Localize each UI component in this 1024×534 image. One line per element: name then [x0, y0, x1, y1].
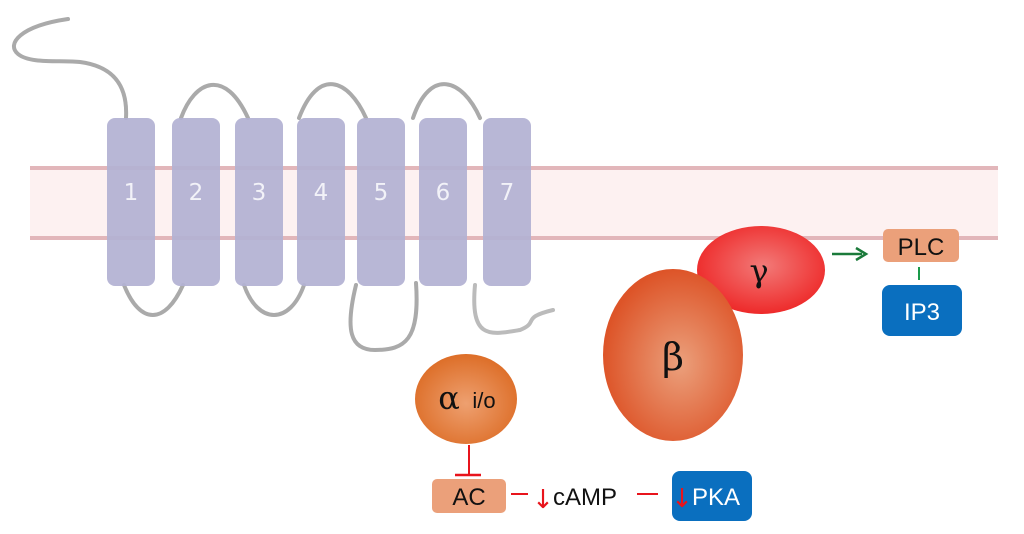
ip3-box: IP3 — [882, 285, 962, 336]
alpha-subunit: α i/o — [415, 354, 517, 444]
gamma-subunit: γ — [697, 226, 825, 314]
ip3-label: IP3 — [904, 299, 940, 326]
plc-label: PLC — [898, 234, 945, 261]
helix-2: 2 — [172, 118, 220, 286]
camp-label: cAMP — [553, 484, 617, 511]
helix-body — [172, 118, 220, 286]
helix-body — [357, 118, 405, 286]
alpha-symbol: α — [438, 379, 460, 417]
ac-box: AC — [432, 479, 506, 513]
helix-label: 1 — [124, 180, 139, 206]
inhibition-line — [455, 445, 481, 477]
helix-5: 5 — [357, 118, 405, 286]
beta-subunit: β — [603, 269, 743, 441]
plc-box: PLC — [883, 229, 959, 262]
activation-arrow — [832, 246, 869, 262]
pka-label: PKA — [692, 484, 740, 511]
helix-3: 3 — [235, 118, 283, 286]
helix-body — [483, 118, 531, 286]
helix-label: 4 — [314, 180, 329, 206]
alpha-suffix: i/o — [472, 388, 495, 413]
helix-label: 7 — [500, 180, 515, 206]
helix-body — [235, 118, 283, 286]
helix-label: 5 — [374, 180, 389, 206]
transmembrane-helices: 1 2 3 4 5 6 7 — [107, 118, 531, 286]
ac-label: AC — [452, 484, 485, 511]
camp-down-arrow: ↓ — [532, 485, 554, 515]
helix-body — [297, 118, 345, 286]
extracellular-loop-1 — [179, 83, 250, 120]
intracellular-loop-1 — [122, 283, 185, 317]
pka-box: ↓ PKA — [671, 471, 752, 521]
receptor-loops — [11, 17, 555, 353]
extracellular-loop-3 — [411, 82, 482, 120]
pka-down-arrow: ↓ — [671, 484, 693, 514]
beta-label: β — [662, 335, 684, 379]
helix-body — [419, 118, 467, 286]
helix-1: 1 — [107, 118, 155, 286]
helix-body — [107, 118, 155, 286]
helix-4: 4 — [297, 118, 345, 286]
helix-7: 7 — [483, 118, 531, 286]
c-terminus — [472, 283, 555, 335]
helix-6: 6 — [419, 118, 467, 286]
intracellular-loop-2 — [242, 283, 306, 317]
gamma-label: γ — [749, 252, 768, 290]
extracellular-loop-2 — [297, 82, 368, 120]
helix-label: 3 — [252, 180, 267, 206]
intracellular-loop-3 — [348, 281, 419, 353]
helix-label: 6 — [436, 180, 451, 206]
n-terminus — [11, 17, 129, 120]
helix-label: 2 — [189, 180, 204, 206]
